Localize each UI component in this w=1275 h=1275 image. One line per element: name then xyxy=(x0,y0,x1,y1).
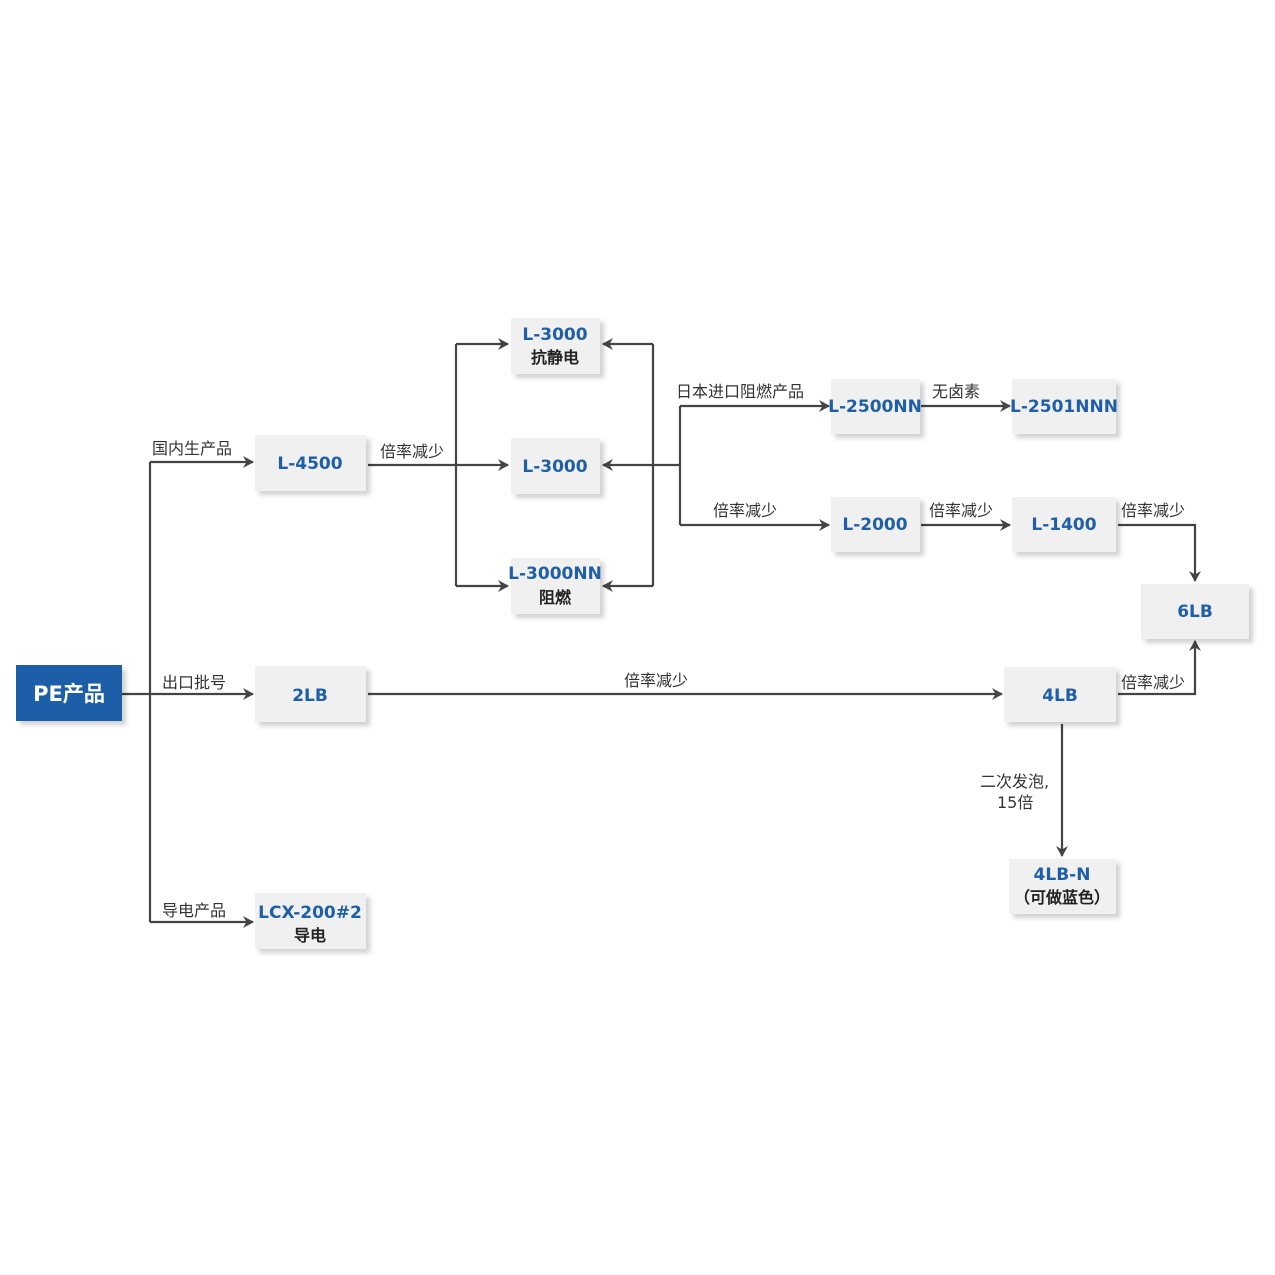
node-pe-products-label: PE产品 xyxy=(33,682,105,706)
label-rate-2000: 倍率减少 xyxy=(929,501,993,520)
node-l3000-antistatic: L-3000 抗静电 xyxy=(511,318,600,374)
label-japan-fr: 日本进口阻燃产品 xyxy=(676,382,804,401)
node-lcx200-code: LCX-200#2 xyxy=(258,903,362,923)
node-4lb: 4LB xyxy=(1004,667,1116,722)
label-foam-line2: 15倍 xyxy=(997,793,1033,812)
node-l2501nnn: L-2501NNN xyxy=(1010,379,1118,434)
node-l2000-box xyxy=(831,497,920,552)
node-4lbn-code: 4LB-N xyxy=(1034,865,1091,885)
label-halogen-free: 无卤素 xyxy=(932,382,980,401)
node-l3000-antistatic-sub: 抗静电 xyxy=(531,348,579,367)
label-rate-3000: 倍率减少 xyxy=(713,501,777,520)
node-l4500-code: L-4500 xyxy=(277,454,342,474)
node-l3000-code: L-3000 xyxy=(522,457,587,477)
node-l2500nn-box xyxy=(831,379,920,434)
label-rate-4lb: 倍率减少 xyxy=(1121,673,1185,692)
node-l2000: L-2000 xyxy=(831,497,920,552)
node-6lb: 6LB xyxy=(1141,584,1249,639)
node-l3000-antistatic-box xyxy=(511,318,600,374)
node-l3000nn: L-3000NN 阻燃 xyxy=(508,558,602,614)
node-6lb-box xyxy=(1141,584,1249,639)
node-l2000-code: L-2000 xyxy=(842,515,907,535)
node-l1400: L-1400 xyxy=(1012,497,1116,552)
node-4lbn-sub: （可做蓝色） xyxy=(1014,888,1110,907)
node-l2500nn-code: L-2500NN xyxy=(828,397,922,417)
node-l1400-box xyxy=(1012,497,1116,552)
label-conductive: 导电产品 xyxy=(162,901,226,920)
label-domestic: 国内生产品 xyxy=(152,439,232,458)
node-4lb-box xyxy=(1004,667,1116,722)
node-l1400-code: L-1400 xyxy=(1031,515,1096,535)
node-l2501nnn-box xyxy=(1012,379,1116,434)
node-l2501nnn-code: L-2501NNN xyxy=(1010,397,1118,417)
node-4lbn: 4LB-N （可做蓝色） xyxy=(1009,859,1116,914)
node-l3000-antistatic-code: L-3000 xyxy=(522,325,587,345)
node-lcx200-box xyxy=(255,893,366,949)
label-export: 出口批号 xyxy=(162,673,226,692)
node-l4500-box xyxy=(255,435,366,491)
node-l3000-box xyxy=(511,438,600,494)
node-l3000nn-box xyxy=(511,558,600,614)
node-4lbn-box xyxy=(1009,859,1116,914)
label-foam-line1: 二次发泡, xyxy=(980,772,1049,791)
node-lcx200: LCX-200#2 导电 xyxy=(255,893,366,949)
node-l2500nn: L-2500NN xyxy=(828,379,922,434)
node-4lb-code: 4LB xyxy=(1042,686,1078,706)
node-l4500: L-4500 xyxy=(255,435,366,491)
node-lcx200-sub: 导电 xyxy=(294,926,326,945)
node-6lb-code: 6LB xyxy=(1177,602,1213,622)
node-pe-products: PE产品 xyxy=(16,665,122,721)
node-2lb-box xyxy=(255,666,366,722)
node-l3000nn-code: L-3000NN xyxy=(508,564,602,584)
node-l3000: L-3000 xyxy=(511,438,600,494)
node-pe-products-box xyxy=(16,665,122,721)
edge-4lb-to-6lb xyxy=(1118,640,1201,696)
label-rate-4500: 倍率减少 xyxy=(380,442,444,461)
node-2lb-code: 2LB xyxy=(292,686,328,706)
node-l3000nn-sub: 阻燃 xyxy=(539,588,572,607)
edge-labels: 国内生产品 出口批号 导电产品 倍率减少 日本进口阻燃产品 无卤素 倍率减少 倍… xyxy=(152,382,1185,920)
connectors xyxy=(122,338,1201,928)
label-rate-1400: 倍率减少 xyxy=(1121,501,1185,520)
nodes: PE产品 L-4500 2LB LCX-200#2 导电 L-3000 抗静电 … xyxy=(16,318,1249,949)
node-2lb: 2LB xyxy=(255,666,366,722)
label-rate-2lb: 倍率减少 xyxy=(624,671,688,690)
edge-l1400-to-6lb xyxy=(1118,523,1201,582)
